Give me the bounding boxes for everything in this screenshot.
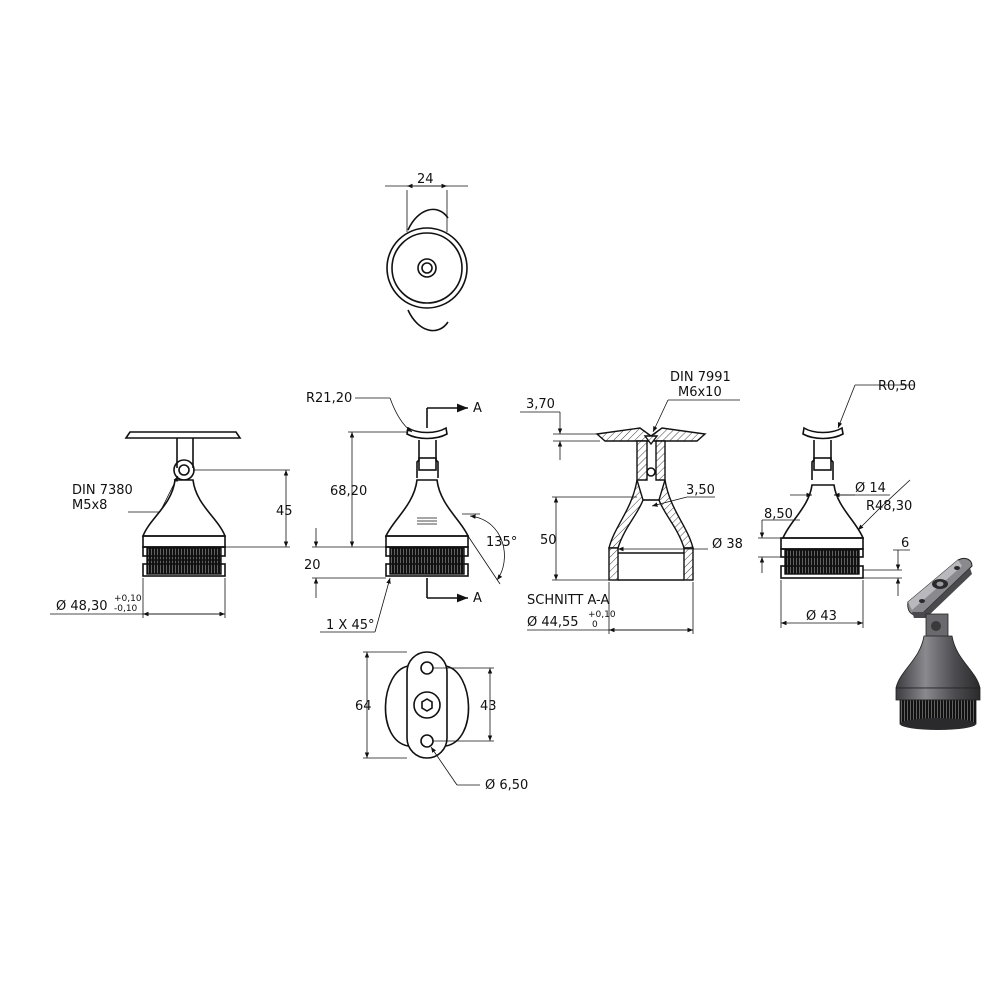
- dim-top-width: 24: [417, 172, 434, 187]
- dim-6820: 68,20: [330, 484, 367, 499]
- section-a-top: A: [473, 401, 482, 416]
- dim-64: 64: [355, 699, 372, 714]
- dim-20: 20: [304, 558, 321, 573]
- side-view-left: 45 DIN 7380 M5x8 Ø 48,30 +0,10 -0,10: [50, 431, 293, 618]
- bottom-view: 64 43 Ø 6,50: [355, 651, 528, 793]
- dim-3-50: 3,50: [686, 483, 715, 498]
- dim-45: 45: [276, 504, 293, 519]
- dim-r050: R0,50: [878, 379, 916, 394]
- dim-d14: Ø 14: [855, 481, 886, 496]
- dim-d4455: Ø 44,55: [527, 615, 579, 630]
- label-m6x10: M6x10: [678, 385, 722, 400]
- render-3d: [895, 557, 981, 730]
- dim-d48: Ø 48,30: [56, 599, 108, 614]
- dim-d4455-tol-low: 0: [592, 620, 598, 630]
- dim-d650: Ø 6,50: [485, 778, 528, 793]
- dim-6: 6: [901, 536, 909, 551]
- dim-43: 43: [480, 699, 497, 714]
- section-view: DIN 7991 M6x10 3,70 3,50 50 Ø 38 SCHNITT…: [520, 370, 743, 634]
- label-din7380: DIN 7380: [72, 483, 133, 498]
- label-din7991: DIN 7991: [670, 370, 731, 385]
- dim-3-70: 3,70: [526, 397, 555, 412]
- section-a-bottom: A: [473, 591, 482, 606]
- dim-50: 50: [540, 533, 557, 548]
- dim-135: 135°: [486, 535, 517, 550]
- dim-d38: Ø 38: [712, 537, 743, 552]
- dim-d48-tol-up: +0,10: [114, 594, 142, 604]
- dim-8-50: 8,50: [764, 507, 793, 522]
- side-view-right: R0,50 Ø 14 R48,30 8,50 6 Ø 43: [758, 379, 916, 628]
- side-view-mid: A A R21,20 68,20 20 135° 1 X 45°: [304, 391, 517, 633]
- section-title: SCHNITT A-A: [527, 593, 609, 608]
- dim-r2120: R21,20: [306, 391, 352, 406]
- dim-d43: Ø 43: [806, 609, 837, 624]
- dim-d4455-tol-up: +0,10: [588, 610, 616, 620]
- dim-r4830: R48,30: [866, 499, 912, 514]
- top-view: 24: [385, 172, 468, 332]
- dim-chamfer: 1 X 45°: [326, 618, 374, 633]
- dim-d48-tol-low: -0,10: [114, 604, 138, 614]
- label-m5x8: M5x8: [72, 498, 107, 513]
